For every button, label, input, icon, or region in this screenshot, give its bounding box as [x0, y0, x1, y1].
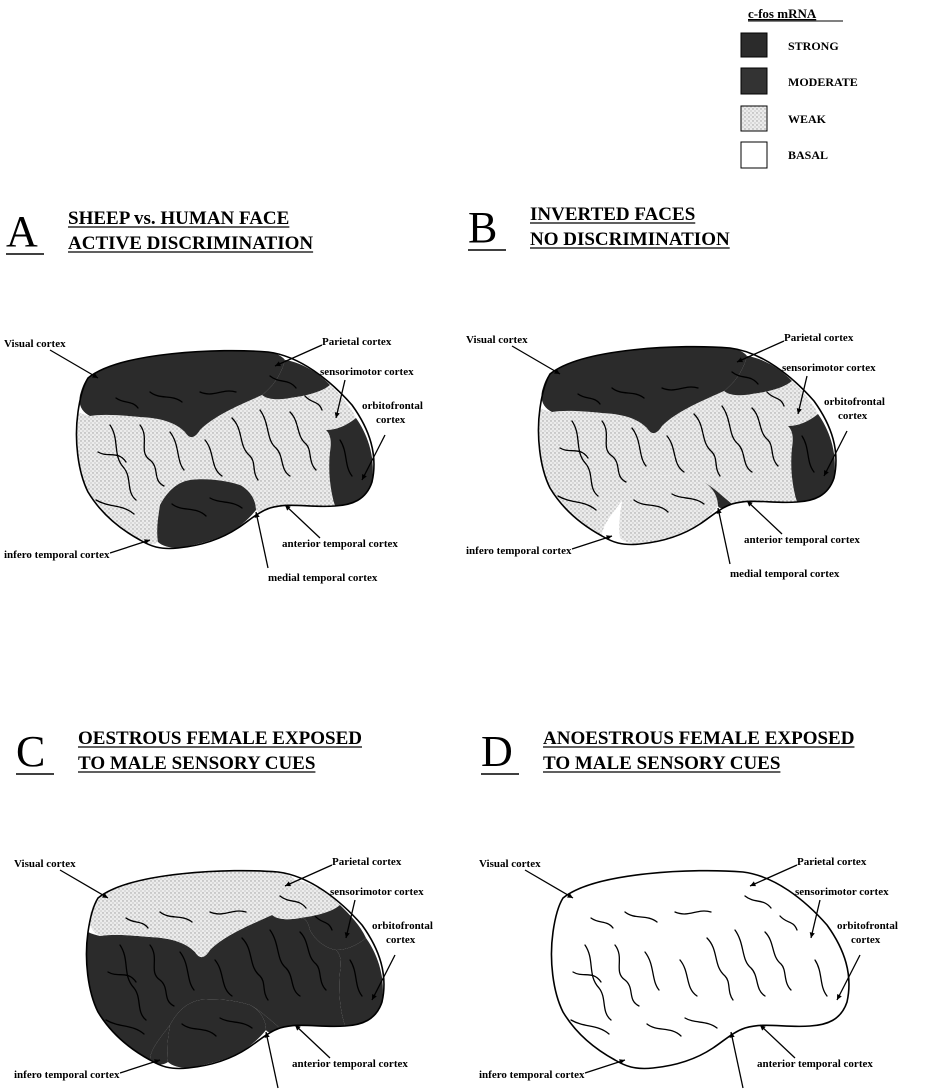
label-sensorimotor: sensorimotor cortex [782, 362, 876, 374]
label-anterior: anterior temporal cortex [757, 1058, 873, 1070]
label-anterior: anterior temporal cortex [292, 1058, 408, 1070]
label-infero: infero temporal cortex [479, 1069, 585, 1081]
label-infero: infero temporal cortex [14, 1069, 120, 1081]
panel-title-line2: ACTIVE DISCRIMINATION [68, 233, 313, 254]
panel-title-line1: OESTROUS FEMALE EXPOSED [78, 728, 362, 749]
legend-label-weak: WEAK [788, 112, 827, 126]
panel-title-line1: SHEEP vs. HUMAN FACE [68, 208, 289, 229]
leader-anterior [295, 1025, 330, 1058]
label-sensorimotor: sensorimotor cortex [795, 886, 889, 898]
brain-lateral-view [538, 347, 836, 545]
leader-medial [256, 512, 268, 568]
leader-infero [585, 1060, 625, 1073]
panel-title-line2: NO DISCRIMINATION [530, 229, 730, 250]
label-infero: infero temporal cortex [4, 549, 110, 561]
legend-swatch-basal [741, 142, 767, 168]
leader-medial [266, 1032, 278, 1088]
legend-swatch-strong [741, 33, 767, 57]
label-visual: Visual cortex [466, 334, 528, 346]
label-parietal: Parietal cortex [322, 336, 392, 348]
leader-visual [60, 870, 108, 898]
label-visual: Visual cortex [479, 858, 541, 870]
legend-label-strong: STRONG [788, 39, 839, 53]
label-visual: Visual cortex [14, 858, 76, 870]
leader-infero [572, 536, 612, 549]
region-medial-temporal [167, 999, 266, 1068]
panel-title-line1: ANOESTROUS FEMALE EXPOSED [543, 728, 854, 749]
panel-title-line1: INVERTED FACES [530, 204, 695, 225]
label-orbitofrontal-2: cortex [851, 934, 881, 946]
leader-anterior [747, 501, 782, 534]
label-sensorimotor: sensorimotor cortex [330, 886, 424, 898]
label-orbitofrontal-2: cortex [376, 414, 406, 426]
label-parietal: Parietal cortex [332, 856, 402, 868]
leader-medial [731, 1032, 743, 1088]
leader-anterior [760, 1025, 795, 1058]
panel-a: A SHEEP vs. HUMAN FACE ACTIVE DISCRIMINATI… [4, 207, 423, 584]
panel-d: D ANOESTROUS FEMALE EXPOSED TO MALE SENSOR… [479, 727, 898, 1091]
leader-visual [512, 346, 560, 374]
label-orbitofrontal-2: cortex [838, 410, 868, 422]
brain-lateral-view [76, 351, 374, 549]
label-orbitofrontal-1: orbitofrontal [372, 920, 433, 932]
panel-letter: D [481, 727, 513, 776]
label-visual: Visual cortex [4, 338, 66, 350]
label-medial: medial temporal cortex [268, 572, 378, 584]
panel-title-line2: TO MALE SENSORY CUES [543, 753, 780, 774]
leader-infero [120, 1060, 160, 1073]
legend-label-moderate: MODERATE [788, 75, 858, 89]
label-orbitofrontal-1: orbitofrontal [362, 400, 423, 412]
leader-medial [718, 508, 730, 564]
label-infero: infero temporal cortex [466, 545, 572, 557]
label-parietal: Parietal cortex [797, 856, 867, 868]
label-sensorimotor: sensorimotor cortex [320, 366, 414, 378]
brain-lateral-view [86, 871, 384, 1069]
legend-title: c-fos mRNA [748, 6, 817, 21]
region-medial-temporal [632, 999, 731, 1068]
region-medial-temporal [157, 479, 256, 548]
panel-title-line2: TO MALE SENSORY CUES [78, 753, 315, 774]
label-medial: medial temporal cortex [730, 568, 840, 580]
label-parietal: Parietal cortex [784, 332, 854, 344]
legend-swatch-moderate [741, 68, 767, 94]
leader-visual [525, 870, 573, 898]
panel-letter: B [468, 203, 497, 252]
legend: c-fos mRNA STRONG MODERATE WEAK BASAL [741, 6, 858, 168]
label-orbitofrontal-1: orbitofrontal [824, 396, 885, 408]
leader-anterior [285, 505, 320, 538]
leader-infero [110, 540, 150, 553]
leader-visual [50, 350, 98, 378]
label-orbitofrontal-1: orbitofrontal [837, 920, 898, 932]
legend-swatch-weak [741, 106, 767, 131]
label-orbitofrontal-2: cortex [386, 934, 416, 946]
region-medial-temporal [619, 475, 718, 544]
panel-letter: C [16, 727, 45, 776]
panel-b: B INVERTED FACES NO DISCRIMINATION Visual c… [466, 203, 885, 580]
label-anterior: anterior temporal cortex [282, 538, 398, 550]
legend-label-basal: BASAL [788, 148, 828, 162]
label-anterior: anterior temporal cortex [744, 534, 860, 546]
panel-letter: A [6, 207, 38, 256]
brain-lateral-view [551, 871, 849, 1069]
panel-c: C OESTROUS FEMALE EXPOSED TO MALE SENSORY … [14, 727, 433, 1091]
